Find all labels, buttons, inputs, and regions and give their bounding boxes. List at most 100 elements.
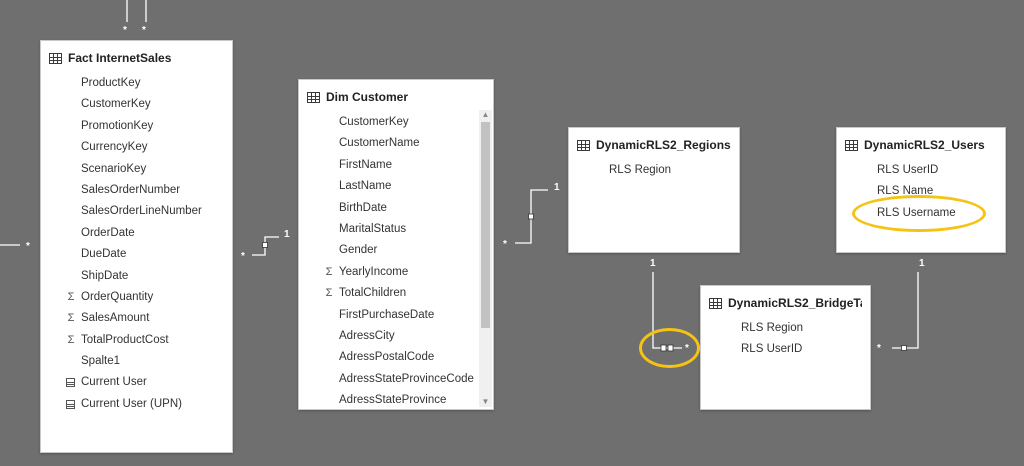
field-label: MaritalStatus (339, 222, 407, 235)
field-row[interactable]: AdressPostalCode (299, 347, 493, 368)
field-label: RLS Region (609, 164, 672, 176)
field-label: CustomerName (339, 137, 420, 150)
highlight-ellipse (852, 195, 986, 232)
calculator-icon (66, 399, 75, 409)
field-label: CustomerKey (339, 116, 409, 128)
field-row[interactable]: OrderDate (41, 223, 232, 244)
field-row[interactable]: Σ OrderQuantity (41, 287, 232, 308)
field-label: FirstName (339, 158, 393, 171)
field-label: DueDate (81, 248, 127, 261)
table-header[interactable]: DynamicRLS2_Regions (577, 136, 731, 154)
field-label: Current User (81, 376, 147, 389)
field-row[interactable]: DueDate (41, 244, 232, 265)
field-label: OrderDate (81, 226, 135, 239)
table-title: Dim Customer (326, 90, 409, 104)
table-title: DynamicRLS2_BridgeTa (728, 296, 862, 310)
cardinality-many-label: * (241, 251, 245, 262)
table-icon (49, 52, 62, 64)
field-row[interactable]: SalesOrderNumber (41, 180, 232, 201)
field-label: OrderQuantity (81, 290, 154, 303)
cardinality-many-label: * (26, 241, 30, 252)
table-title: DynamicRLS2_Regions (596, 138, 731, 152)
table-icon (577, 139, 590, 151)
field-row[interactable]: RLS UserID (701, 339, 870, 360)
scroll-down-icon[interactable]: ▼ (481, 397, 490, 406)
field-row[interactable]: Gender (299, 240, 493, 261)
table-icon (307, 91, 320, 103)
sigma-icon: Σ (67, 290, 75, 303)
field-row[interactable]: Current User (UPN) (41, 394, 232, 415)
table-title: DynamicRLS2_Users (864, 138, 985, 152)
field-label: CurrencyKey (81, 141, 148, 154)
field-row[interactable]: BirthDate (299, 198, 493, 219)
relationship-marker (528, 213, 534, 220)
field-row[interactable]: FirstPurchaseDate (299, 305, 493, 326)
field-row[interactable]: CustomerKey (41, 94, 232, 115)
field-row[interactable]: Σ TotalProductCost (41, 330, 232, 351)
sigma-icon: Σ (67, 333, 75, 346)
relationship-marker (901, 345, 907, 351)
field-label: Spalte1 (81, 355, 121, 368)
sigma-icon: Σ (67, 312, 75, 325)
field-label: AdressCity (339, 329, 395, 342)
field-label: ScenarioKey (81, 162, 147, 175)
field-row[interactable]: AdressCity (299, 326, 493, 347)
table-title: Fact InternetSales (68, 51, 172, 65)
field-row[interactable]: ProductKey (41, 73, 232, 94)
field-row[interactable]: SalesOrderLineNumber (41, 201, 232, 222)
table-card-dynamicrls2-regions[interactable]: DynamicRLS2_Regions RLS Region (568, 127, 740, 253)
cardinality-many-label: * (123, 25, 127, 36)
field-label: RLS Region (741, 322, 804, 334)
field-row[interactable]: MaritalStatus (299, 219, 493, 240)
cardinality-one-label: 1 (650, 258, 656, 269)
field-label: SalesOrderNumber (81, 183, 181, 196)
field-row[interactable]: CustomerKey (299, 112, 493, 133)
field-row[interactable]: LastName (299, 176, 493, 197)
field-row[interactable]: RLS Region (569, 160, 739, 181)
field-label: PromotionKey (81, 119, 154, 132)
field-row[interactable]: PromotionKey (41, 116, 232, 137)
field-row[interactable]: AdressStateProvinceCode (299, 369, 493, 390)
field-row[interactable]: Current User (41, 372, 232, 393)
field-label: LastName (339, 180, 392, 193)
field-label: RLS UserID (877, 164, 939, 176)
field-label: SalesAmount (81, 312, 150, 325)
field-label: RLS UserID (741, 343, 803, 356)
field-row[interactable]: RLS Region (701, 318, 870, 339)
field-label: TotalProductCost (81, 333, 169, 346)
table-header[interactable]: Fact InternetSales (49, 49, 224, 67)
table-header[interactable]: Dim Customer (307, 88, 485, 106)
scroll-up-icon[interactable]: ▲ (481, 110, 490, 119)
scroll-thumb[interactable] (481, 122, 490, 328)
field-row[interactable]: CurrencyKey (41, 137, 232, 158)
cardinality-one-label: 1 (284, 229, 290, 240)
field-row[interactable]: AdressStateProvince (299, 390, 493, 409)
table-header[interactable]: DynamicRLS2_Users (845, 136, 997, 154)
field-row[interactable]: RLS UserID (837, 160, 1005, 181)
field-row[interactable]: Spalte1 (41, 351, 232, 372)
field-row[interactable]: ScenarioKey (41, 159, 232, 180)
relationship-marker (262, 242, 268, 248)
table-header[interactable]: DynamicRLS2_BridgeTa (709, 294, 862, 312)
highlight-ellipse (639, 328, 700, 368)
field-label: ShipDate (81, 269, 129, 282)
field-row[interactable]: CustomerName (299, 133, 493, 154)
field-label: ProductKey (81, 77, 141, 89)
vertical-scrollbar[interactable]: ▲ ▼ (479, 110, 492, 407)
field-label: FirstPurchaseDate (339, 308, 435, 321)
field-label: AdressPostalCode (339, 351, 435, 364)
field-row[interactable]: Σ SalesAmount (41, 308, 232, 329)
field-row[interactable]: ShipDate (41, 266, 232, 287)
relationship-line (892, 272, 919, 349)
field-label: Gender (339, 244, 378, 257)
sigma-icon: Σ (325, 287, 333, 300)
field-row[interactable]: FirstName (299, 155, 493, 176)
